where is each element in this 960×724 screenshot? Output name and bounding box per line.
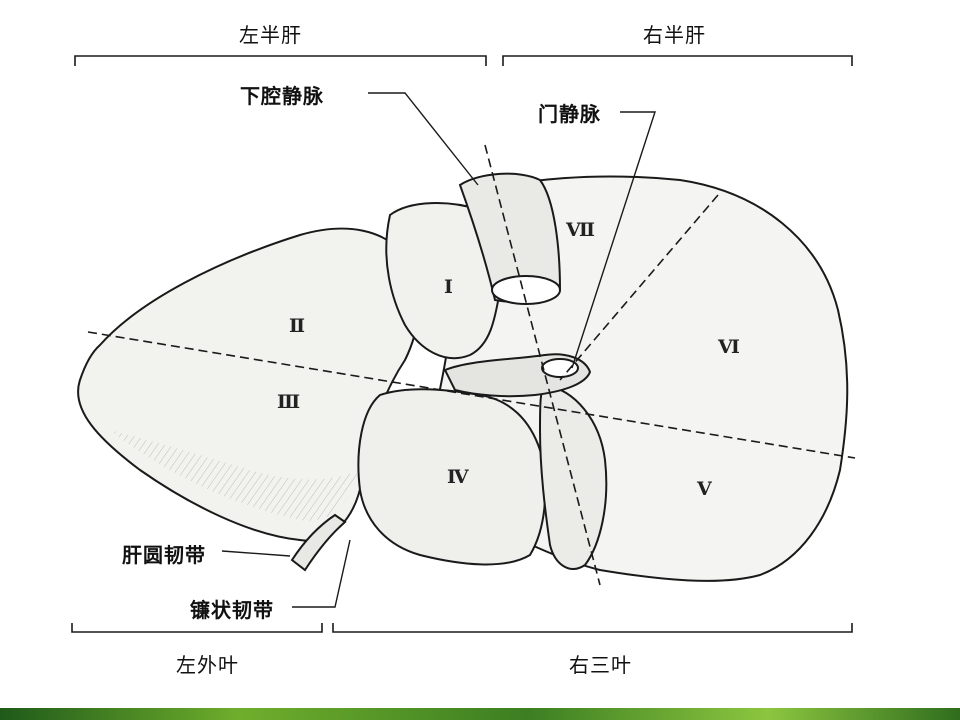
leader-lines [221, 92, 656, 608]
segment-7-label: Ⅶ [566, 219, 595, 241]
left-lobe-shading [110, 430, 358, 521]
portal-vein-opening [541, 358, 579, 378]
right-three-lobes-label: 右三叶 [569, 653, 632, 677]
falciform-ligament-label: 镰状韧带 [190, 598, 274, 622]
segment-3-label: Ⅲ [277, 391, 300, 413]
footer-bar [0, 708, 960, 720]
segment-1-label: Ⅰ [444, 276, 453, 298]
left-half-liver-label: 左半肝 [239, 23, 302, 47]
vena-cava-opening [491, 275, 561, 305]
inferior-vena-cava-label: 下腔静脉 [240, 84, 324, 108]
right-half-bracket [502, 55, 853, 66]
round-ligament-shape [290, 513, 347, 572]
left-lateral-lobe-bracket [71, 623, 323, 633]
round-ligament-label: 肝圆韧带 [122, 543, 206, 567]
left-half-bracket [74, 55, 487, 66]
right-half-liver-label: 右半肝 [643, 23, 706, 47]
right-three-lobes-bracket [332, 623, 853, 633]
left-lateral-lobe-label: 左外叶 [176, 653, 239, 677]
gallbladder-outline [538, 383, 608, 570]
segment-2-label: Ⅱ [289, 315, 305, 337]
segment-4-label: Ⅳ [447, 466, 469, 488]
segment-5-label: Ⅴ [697, 478, 712, 500]
division-lines [87, 144, 856, 586]
segment-6-label: Ⅵ [718, 336, 740, 358]
portal-vein-label: 门静脉 [538, 102, 601, 126]
